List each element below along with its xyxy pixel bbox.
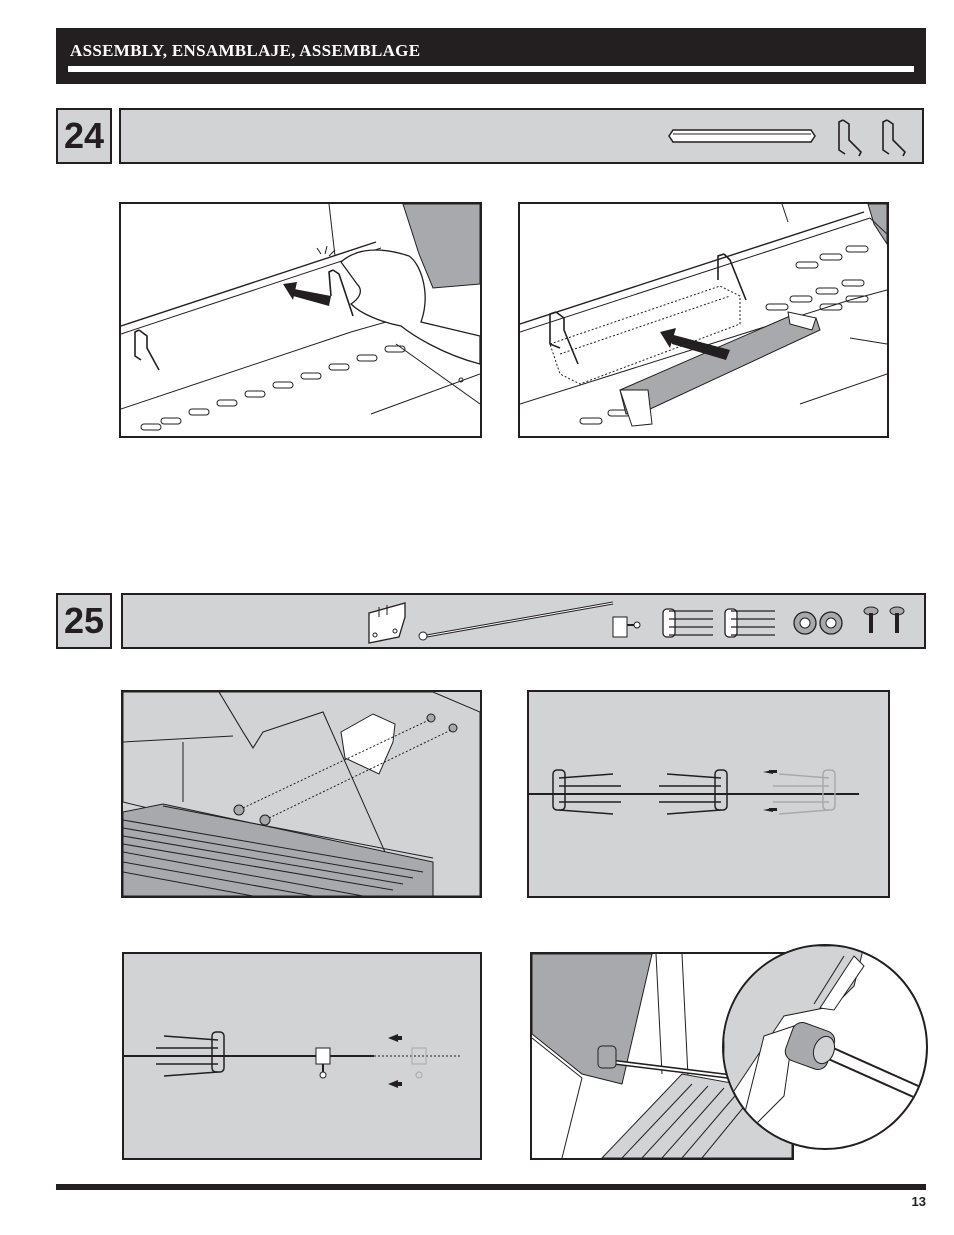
step-25-illustration-forks <box>527 690 890 898</box>
step-25-parts-bar <box>121 593 926 649</box>
step-25-illustration-bracket <box>121 690 482 898</box>
step-25-number: 25 <box>56 593 112 649</box>
screw-icon <box>890 607 904 633</box>
footer-rule <box>56 1184 926 1190</box>
tray-hanger-icon <box>883 120 905 156</box>
page-number: 13 <box>912 1194 926 1209</box>
nut-icon <box>794 612 816 634</box>
step-24-number: 24 <box>56 108 112 164</box>
step-24-illustration-tray <box>518 202 889 438</box>
spit-rod-icon <box>419 603 613 640</box>
magnified-detail-circle <box>722 944 928 1150</box>
step-24-parts-bar <box>119 108 924 164</box>
spit-fork-icon <box>663 609 713 637</box>
thumbscrew-collar-icon <box>613 617 640 637</box>
spit-fork-icon <box>725 609 775 637</box>
step-24-illustration-hanger <box>119 202 482 438</box>
nut-icon <box>820 612 842 634</box>
section-header: ASSEMBLY, ENSAMBLAJE, ASSEMBLAGE <box>56 28 926 84</box>
step-25-illustration-collar <box>122 952 482 1160</box>
header-rule <box>68 66 914 72</box>
grease-tray-icon <box>669 130 815 142</box>
tray-hanger-icon <box>839 120 861 156</box>
screw-icon <box>864 607 878 633</box>
motor-bracket-icon <box>369 603 405 643</box>
section-title: ASSEMBLY, ENSAMBLAJE, ASSEMBLAGE <box>70 41 420 61</box>
